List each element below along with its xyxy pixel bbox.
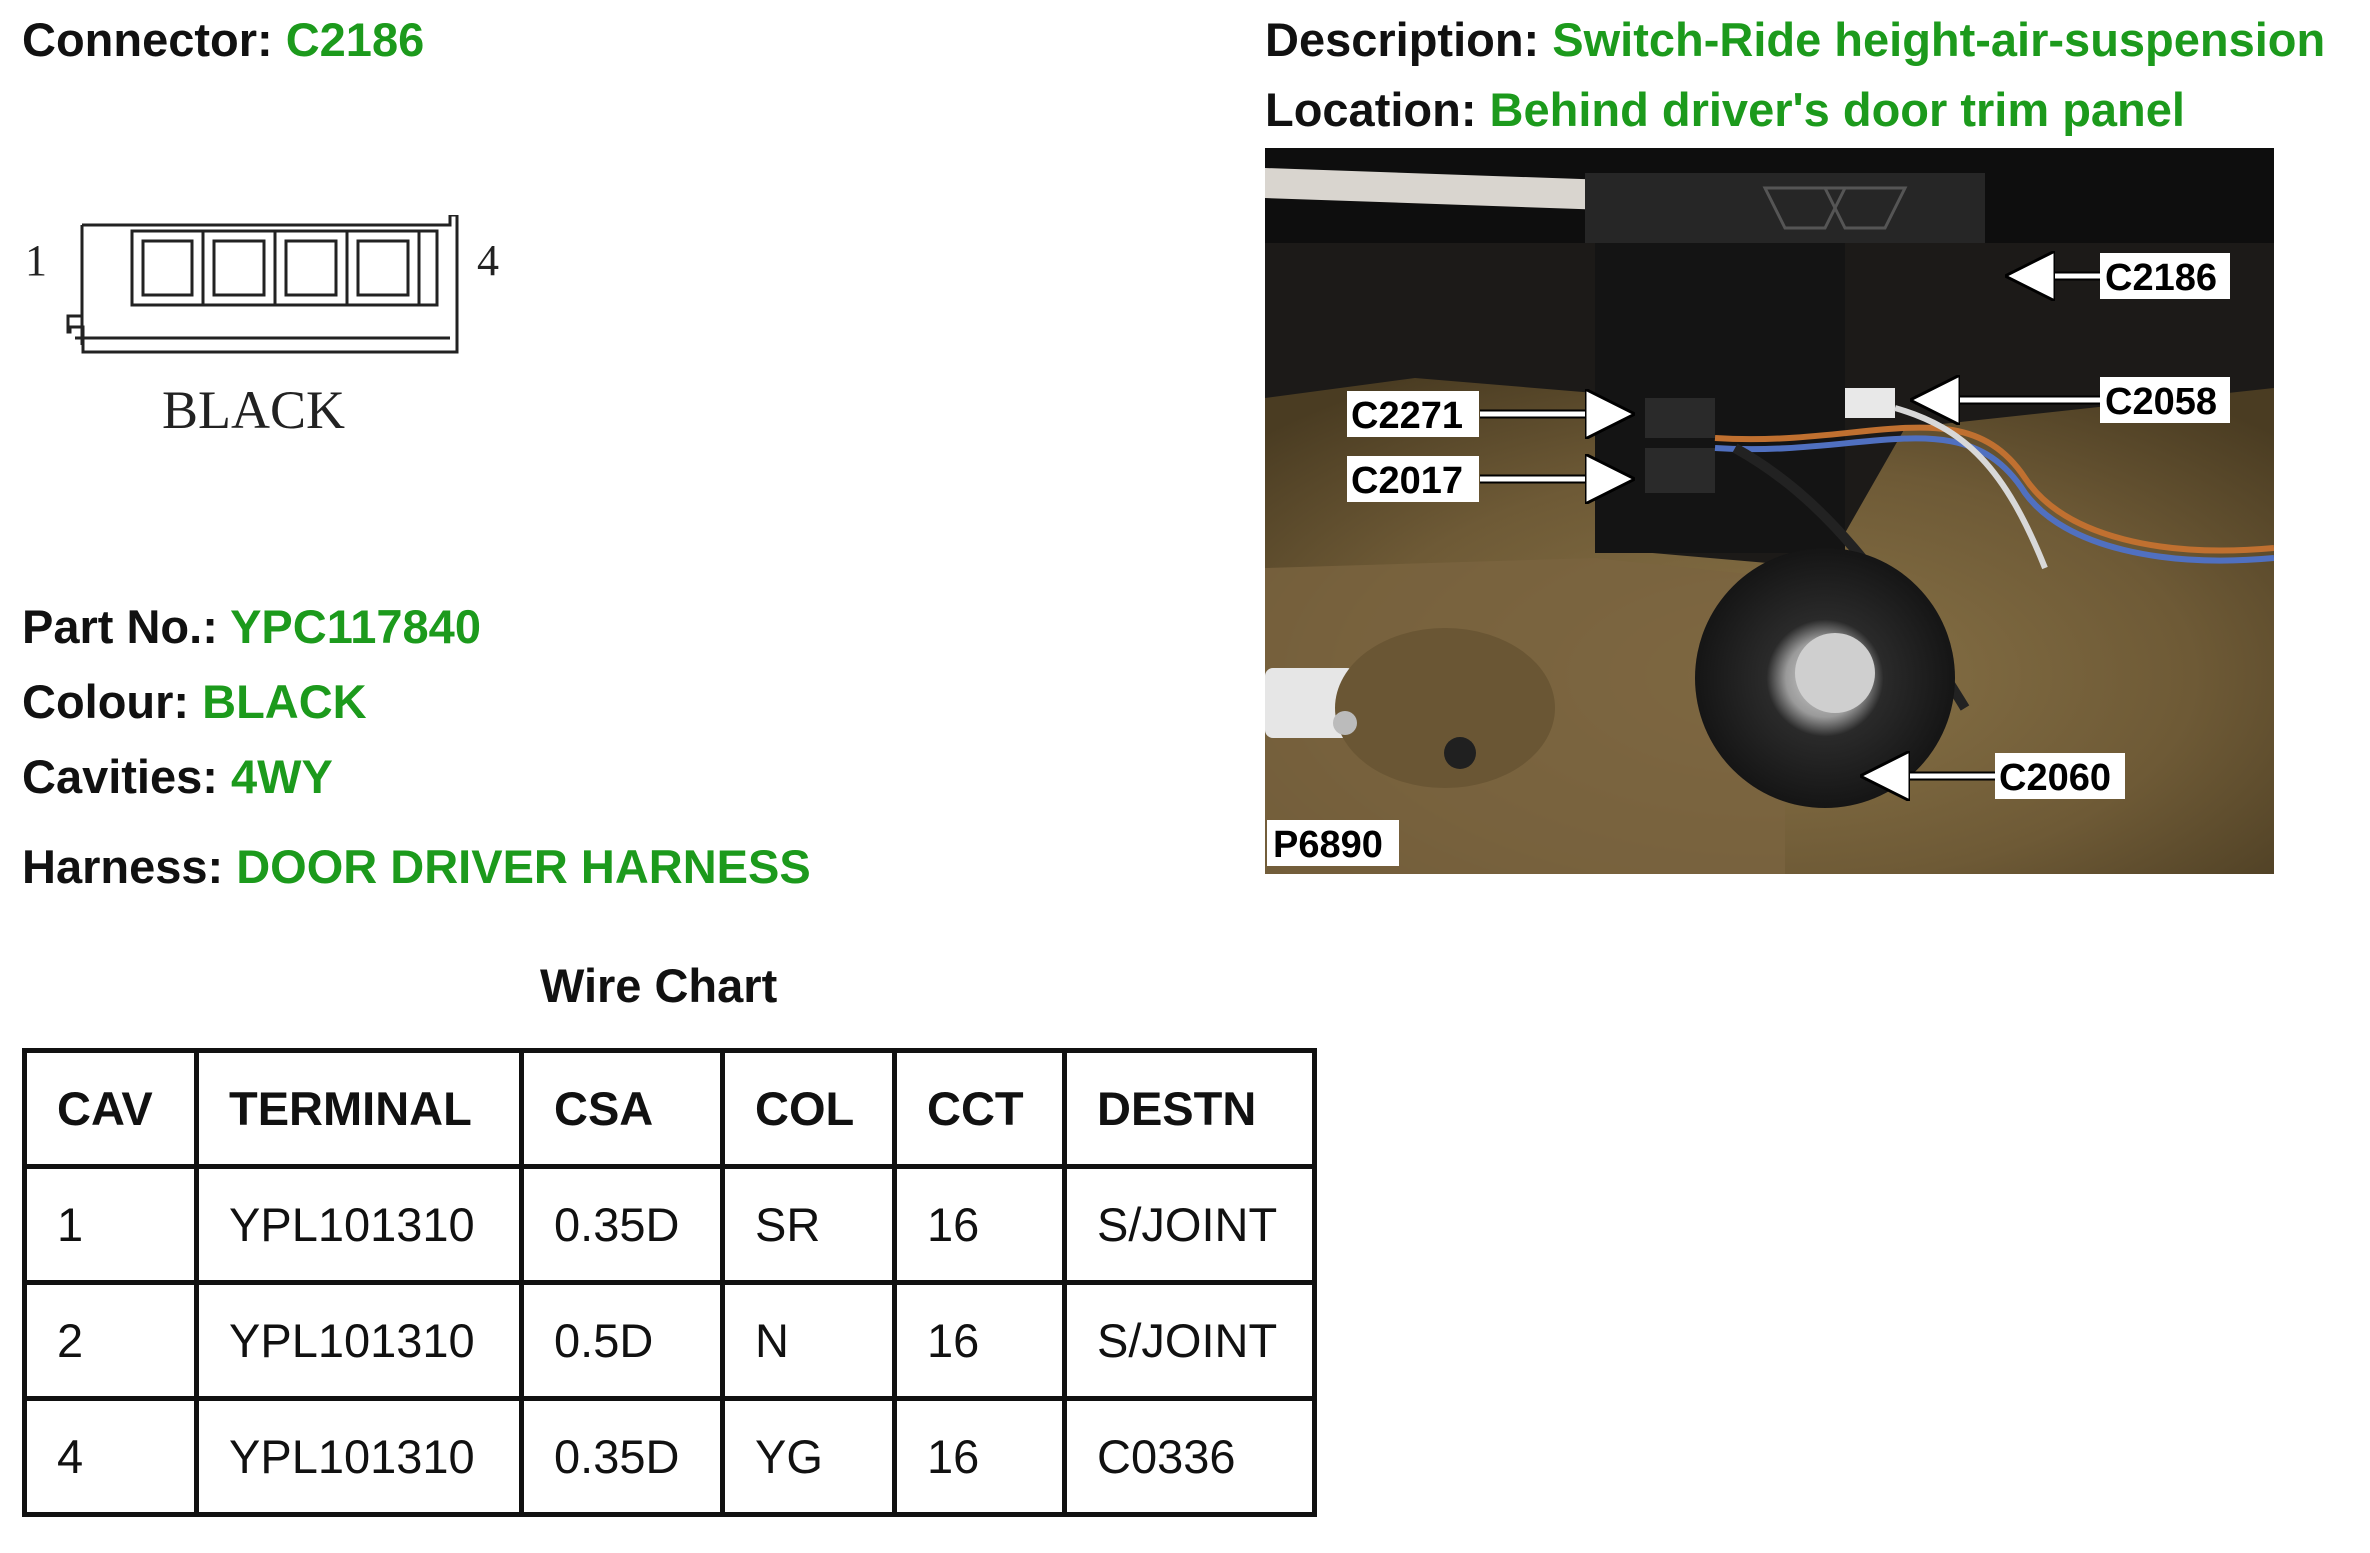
callout-c2058: C2058 xyxy=(2105,381,2217,423)
location-field: Location: Behind driver's door trim pane… xyxy=(1265,86,2185,133)
table-row: 2 YPL101310 0.5D N 16 S/JOINT xyxy=(22,1280,1317,1401)
connector-label: Connector: xyxy=(22,13,273,66)
harness-field: Harness: DOOR DRIVER HARNESS xyxy=(22,843,811,890)
cell-col: SR xyxy=(720,1164,897,1285)
wire-chart-title: Wire Chart xyxy=(540,959,778,1012)
table-row: 4 YPL101310 0.35D YG 16 C0336 xyxy=(22,1396,1317,1517)
connector-colour-caption: BLACK xyxy=(162,380,345,440)
cavities-field: Cavities: 4WY xyxy=(22,753,333,800)
callout-c2017: C2017 xyxy=(1351,460,1463,502)
pin-start-label: 1 xyxy=(25,236,47,285)
colour-label: Colour: xyxy=(22,675,190,728)
header-csa: CSA xyxy=(519,1048,725,1169)
part-no-field: Part No.: YPC117840 xyxy=(22,603,481,650)
location-label: Location: xyxy=(1265,83,1477,136)
callout-c2060: C2060 xyxy=(1999,757,2111,799)
cell-terminal: YPL101310 xyxy=(194,1280,524,1401)
header-destn: DESTN xyxy=(1062,1048,1317,1169)
cell-cav: 1 xyxy=(22,1164,199,1285)
harness-label: Harness: xyxy=(22,840,224,893)
header-cav: CAV xyxy=(22,1048,199,1169)
cell-cav: 2 xyxy=(22,1280,199,1401)
cell-col: N xyxy=(720,1280,897,1401)
header-terminal: TERMINAL xyxy=(194,1048,524,1169)
callout-c2186: C2186 xyxy=(2105,257,2217,299)
part-no-label: Part No.: xyxy=(22,600,218,653)
cell-cct: 16 xyxy=(892,1280,1067,1401)
header-col: COL xyxy=(720,1048,897,1169)
cavities-value: 4WY xyxy=(230,750,333,803)
header-cct: CCT xyxy=(892,1048,1067,1169)
cell-cct: 16 xyxy=(892,1164,1067,1285)
harness-value: DOOR DRIVER HARNESS xyxy=(236,840,811,893)
cell-terminal: YPL101310 xyxy=(194,1164,524,1285)
connector-diagram: 1 4 BLACK xyxy=(25,213,515,450)
photo-reference: P6890 xyxy=(1273,824,1383,866)
location-photo: C2186 C2058 C2271 C2017 C2060 P6890 xyxy=(1263,148,2275,874)
cell-csa: 0.35D xyxy=(519,1396,725,1517)
cell-destn: S/JOINT xyxy=(1062,1164,1317,1285)
cavities-label: Cavities: xyxy=(22,750,218,803)
location-value: Behind driver's door trim panel xyxy=(1489,83,2185,136)
wire-chart-table: CAV TERMINAL CSA COL CCT DESTN 1 YPL1013… xyxy=(22,1048,1317,1517)
description-value: Switch-Ride height-air-suspension xyxy=(1552,13,2326,66)
cell-terminal: YPL101310 xyxy=(194,1396,524,1517)
colour-field: Colour: BLACK xyxy=(22,678,367,725)
description-label: Description: xyxy=(1265,13,1540,66)
cell-cav: 4 xyxy=(22,1396,199,1517)
cell-csa: 0.5D xyxy=(519,1280,725,1401)
part-no-value: YPC117840 xyxy=(230,600,481,653)
cell-destn: S/JOINT xyxy=(1062,1280,1317,1401)
cavity-group xyxy=(130,229,421,307)
callout-c2271: C2271 xyxy=(1351,395,1463,437)
colour-value: BLACK xyxy=(202,675,367,728)
table-header-row: CAV TERMINAL CSA COL CCT DESTN xyxy=(22,1048,1317,1169)
cell-destn: C0336 xyxy=(1062,1396,1317,1517)
cell-col: YG xyxy=(720,1396,897,1517)
pin-end-label: 4 xyxy=(477,236,499,285)
table-row: 1 YPL101310 0.35D SR 16 S/JOINT xyxy=(22,1164,1317,1285)
description-field: Description: Switch-Ride height-air-susp… xyxy=(1265,16,2325,63)
connector-field: Connector: C2186 xyxy=(22,16,424,63)
cell-cct: 16 xyxy=(892,1396,1067,1517)
connector-value: C2186 xyxy=(285,13,425,66)
cell-csa: 0.35D xyxy=(519,1164,725,1285)
